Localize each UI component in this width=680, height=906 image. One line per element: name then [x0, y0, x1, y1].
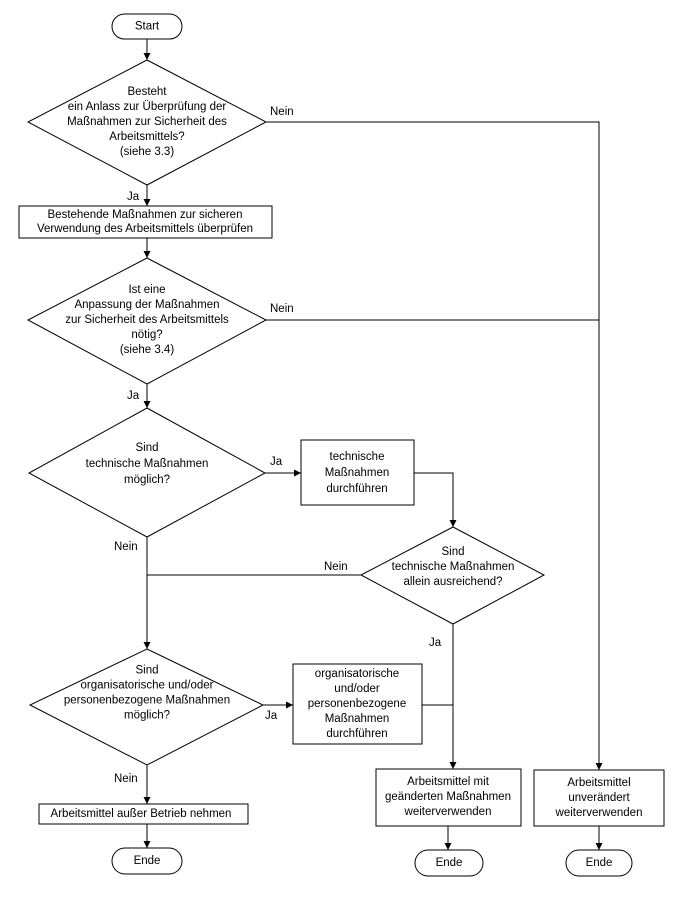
- label-line: durchführen: [326, 728, 387, 740]
- edge-label-d5-nein: Nein: [114, 773, 138, 785]
- process-massnahmen-pruefen: [18, 205, 273, 239]
- label-line: Arbeitsmittel: [567, 777, 630, 789]
- label-line: Sind: [135, 665, 158, 677]
- process-organisatorisch-durchfuehren: [292, 663, 423, 745]
- label-line: Sind: [441, 546, 464, 558]
- end-terminal-left: [111, 847, 183, 875]
- decision-anpassung: [26, 257, 268, 385]
- label-line: organisatorische: [315, 668, 399, 680]
- decision-technisch-ausreichend-label: Sind technische Maßnahmen allein ausreiche…: [392, 546, 515, 588]
- end-left-label: Ende: [134, 855, 161, 867]
- edge-label-d4-nein: Nein: [324, 561, 348, 573]
- edge-label-d2-nein: Nein: [270, 303, 294, 315]
- start-label: Start: [135, 21, 160, 33]
- label-line: Sind: [135, 442, 158, 454]
- process-unveraendert-weiterverwenden: [533, 769, 665, 827]
- label-line: Maßnahmen zur Sicherheit des: [67, 116, 227, 128]
- edge-label-d5-ja: Ja: [265, 710, 278, 722]
- connectors: [143, 39, 603, 850]
- node-labels: Start Besteht ein Anlass zur Überprüfung …: [37, 21, 643, 870]
- edge-label-d3-nein: Nein: [114, 541, 138, 553]
- label-line: Maßnahmen: [325, 467, 390, 479]
- label-line: möglich?: [124, 710, 170, 722]
- edge-label-d2-ja: Ja: [127, 390, 140, 402]
- label-line: Ende: [586, 857, 613, 869]
- process-geaendert-weiterverwenden-label: Arbeitsmittel mit geänderten Maßnahmen wei…: [385, 776, 511, 818]
- decision-organisatorisch-moeglich-label: Sind organisatorische und/oder personenbez…: [64, 665, 230, 722]
- label-line: Verwendung des Arbeitsmittels überprüfen: [37, 223, 253, 235]
- process-ausser-betrieb-label: Arbeitsmittel außer Betrieb nehmen: [51, 808, 232, 820]
- label-line: Anpassung der Maßnahmen: [74, 299, 219, 311]
- process-technisch-durchfuehren: [300, 439, 415, 506]
- decision-technisch-moeglich: [27, 407, 267, 538]
- shapes: [18, 13, 665, 877]
- label-line: technische: [330, 451, 385, 463]
- process-organisatorisch-durchfuehren-label: organisatorische und/oder personenbezogene…: [308, 668, 406, 740]
- label-line: Ende: [134, 855, 161, 867]
- edge-p2-d4: [414, 472, 457, 527]
- label-line: möglich?: [124, 474, 170, 486]
- decision-organisatorisch-moeglich: [28, 648, 265, 766]
- end-right-label: Ende: [586, 857, 613, 869]
- label-line: Arbeitsmittel mit: [407, 776, 490, 788]
- label-line: Ende: [436, 857, 463, 869]
- label-line: personenbezogene: [308, 698, 406, 710]
- end-terminal-middle: [414, 849, 484, 877]
- edge-label-d1-ja: Ja: [127, 191, 140, 203]
- process-geaendert-weiterverwenden: [375, 768, 522, 827]
- end-terminal-right: [565, 849, 633, 877]
- label-line: (siehe 3.3): [120, 146, 175, 158]
- edge-label-d1-nein: Nein: [270, 106, 294, 118]
- label-line: Start: [135, 21, 160, 33]
- label-line: Arbeitsmittels?: [109, 131, 184, 143]
- label-line: Maßnahmen: [325, 713, 390, 725]
- label-line: Besteht: [128, 86, 168, 98]
- label-line: ein Anlass zur Überprüfung der: [68, 101, 227, 113]
- edge-label-d3-ja: Ja: [270, 456, 283, 468]
- decision-technisch-ausreichend: [359, 526, 546, 625]
- label-line: unverändert: [568, 792, 630, 804]
- start-terminal: [111, 13, 183, 40]
- label-line: geänderten Maßnahmen: [385, 791, 511, 803]
- label-line: personenbezogene Maßnahmen: [64, 695, 230, 707]
- process-ausser-betrieb: [38, 803, 249, 825]
- edge-label-d4-ja: Ja: [429, 637, 442, 649]
- label-line: organisatorische und/oder: [81, 680, 214, 692]
- label-line: Bestehende Maßnahmen zur sicheren: [48, 209, 243, 221]
- label-line: Ist eine: [128, 284, 165, 296]
- label-line: durchführen: [326, 483, 387, 495]
- edge-d1-nein-p6: [266, 121, 603, 770]
- label-line: weiterverwenden: [404, 806, 492, 818]
- label-line: Arbeitsmittel außer Betrieb nehmen: [51, 808, 232, 820]
- edge-labels: Nein Ja Nein Ja Ja Nein Nein Ja Ja Nein: [114, 106, 442, 785]
- label-line: (siehe 3.4): [120, 344, 175, 356]
- end-middle-label: Ende: [436, 857, 463, 869]
- label-line: zur Sicherheit des Arbeitsmittels: [65, 314, 229, 326]
- decision-technisch-moeglich-label: Sind technische Maßnahmen möglich?: [86, 442, 209, 486]
- label-line: nötig?: [131, 329, 162, 341]
- label-line: weiterverwenden: [555, 807, 643, 819]
- decision-anlass: [26, 59, 268, 186]
- label-line: technische Maßnahmen: [392, 561, 515, 573]
- label-line: und/oder: [334, 683, 380, 695]
- label-line: technische Maßnahmen: [86, 458, 209, 470]
- process-unveraendert-weiterverwenden-label: Arbeitsmittel unverändert weiterverwenden: [555, 777, 643, 819]
- label-line: allein ausreichend?: [403, 576, 502, 588]
